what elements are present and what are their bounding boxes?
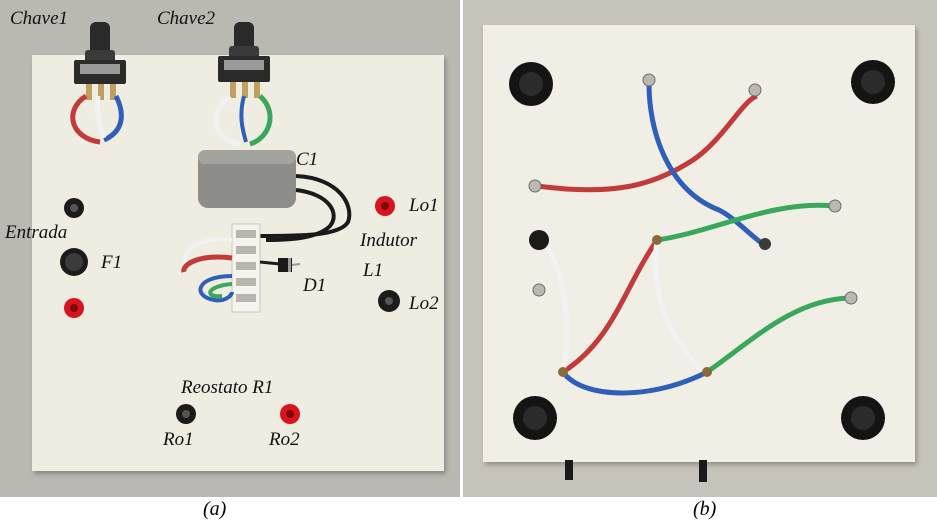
label-reostato-r1: Reostato R1 xyxy=(181,377,274,398)
board-back-wiring xyxy=(509,60,895,482)
caption-panel-a: (a) xyxy=(203,498,227,520)
toggle-switch-chave1 xyxy=(74,22,126,100)
caption-panel-b: (b) xyxy=(693,498,717,520)
switch-lever-1 xyxy=(565,460,573,480)
terminal-strip xyxy=(231,223,261,313)
rubber-foot-top-right xyxy=(851,60,895,104)
rubber-foot-top-left xyxy=(509,62,553,106)
terminal-ro2-red xyxy=(280,404,300,424)
board-front-components xyxy=(60,22,400,424)
label-chave2: Chave2 xyxy=(157,8,216,29)
label-l1: L1 xyxy=(363,260,384,281)
terminal-lo1-red xyxy=(375,196,395,216)
label-d1: D1 xyxy=(303,275,327,296)
terminal-entrada-black xyxy=(64,198,84,218)
label-ro2: Ro2 xyxy=(269,429,300,450)
toggle-switch-chave2 xyxy=(218,22,270,98)
capacitor-c1 xyxy=(198,150,296,208)
board-back xyxy=(483,25,915,462)
rubber-foot-bottom-right xyxy=(841,396,885,440)
label-indutor: Indutor xyxy=(360,230,417,251)
label-lo1: Lo1 xyxy=(409,195,439,216)
label-ro1: Ro1 xyxy=(163,429,194,450)
label-lo2: Lo2 xyxy=(409,293,439,314)
label-f1: F1 xyxy=(101,252,123,273)
rubber-foot-bottom-left xyxy=(513,396,557,440)
terminal-ro1-black xyxy=(176,404,196,424)
label-entrada: Entrada xyxy=(5,222,68,243)
label-chave1: Chave1 xyxy=(10,8,69,29)
terminal-lo2-black xyxy=(378,290,400,312)
label-c1: C1 xyxy=(296,149,319,170)
photo-panel-b xyxy=(463,0,937,497)
diode-d1 xyxy=(278,258,301,272)
fuse-holder-f1 xyxy=(60,248,88,276)
switch-lever-2 xyxy=(699,460,707,482)
photo-panel-a: Chave1 Chave2 C1 Lo1 Entrada Indutor F1 … xyxy=(0,0,460,497)
terminal-entrada-red xyxy=(64,298,84,318)
